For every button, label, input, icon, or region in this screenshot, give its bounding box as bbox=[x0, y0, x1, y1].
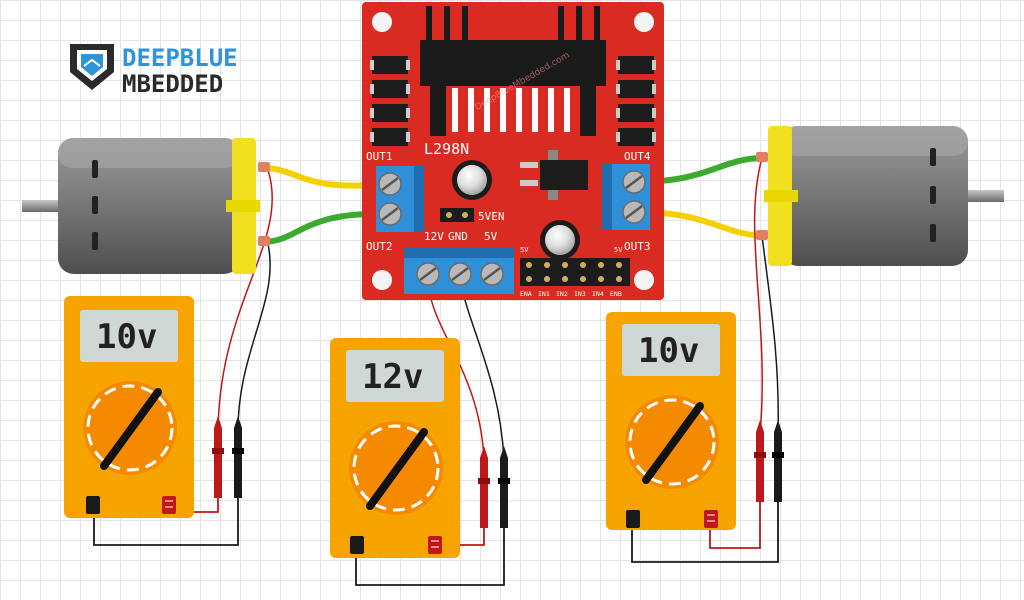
label-out3: OUT3 bbox=[624, 240, 651, 253]
left-motor-shaft bbox=[22, 200, 62, 212]
pin-label-in4: IN4 bbox=[592, 290, 604, 298]
multimeter-icon: 10v bbox=[606, 312, 736, 530]
pin-label-in1: IN1 bbox=[538, 290, 550, 298]
wire-green-out2 bbox=[259, 210, 388, 245]
deepblue-logo-icon bbox=[70, 44, 114, 90]
label-5v-left: 5V bbox=[520, 246, 529, 254]
logo: DEEPBLUE MBEDDED bbox=[70, 44, 238, 98]
screw-terminal-icon bbox=[376, 166, 424, 232]
label-gnd: GND bbox=[448, 230, 468, 243]
probe-wire-black-right bbox=[761, 235, 779, 436]
right-motor-body bbox=[782, 126, 968, 266]
multimeter-icon: 12v bbox=[330, 338, 460, 558]
meter-reading-middle: 12v bbox=[362, 357, 423, 397]
capacitor-icon bbox=[452, 160, 580, 260]
pin-label-in2: IN2 bbox=[556, 290, 568, 298]
right-motor-vents bbox=[930, 148, 936, 242]
diodes-left bbox=[372, 56, 408, 146]
left-motor-body bbox=[58, 138, 240, 274]
label-out1: OUT1 bbox=[366, 150, 393, 163]
left-motor-vents bbox=[92, 160, 98, 250]
probes-right bbox=[754, 420, 784, 502]
right-motor bbox=[756, 126, 1004, 266]
right-motor-shaft bbox=[960, 190, 1004, 202]
diodes-right bbox=[618, 56, 654, 146]
screw-terminal-icon bbox=[602, 164, 650, 230]
meter-reading-left: 10v bbox=[96, 317, 157, 357]
probes-middle bbox=[478, 446, 510, 528]
label-out4: OUT4 bbox=[624, 150, 651, 163]
label-5v-right: 5V bbox=[614, 246, 623, 254]
ven-jumper bbox=[440, 208, 474, 222]
label-out2: OUT2 bbox=[366, 240, 393, 253]
chip-label: L298N bbox=[424, 140, 469, 158]
logo-line2: MBEDDED bbox=[122, 70, 223, 98]
heatsink-icon bbox=[420, 6, 606, 136]
probe-wire-red-left bbox=[217, 169, 273, 431]
label-5v: 5V bbox=[484, 230, 498, 243]
l298n-board: DeepBlueMbedded.com L298N 5VEN OUT1 OUT2… bbox=[362, 2, 664, 300]
meter-reading-right: 10v bbox=[638, 331, 699, 371]
label-12v: 12V bbox=[424, 230, 444, 243]
probe-wire-black-left bbox=[237, 243, 271, 431]
pin-label-in3: IN3 bbox=[574, 290, 586, 298]
pin-label-enb: ENB bbox=[610, 290, 622, 298]
logo-line1: DEEPBLUE bbox=[122, 44, 238, 72]
screw-terminal-icon bbox=[404, 248, 514, 294]
multimeter-icon: 10v bbox=[64, 296, 194, 518]
pin-header: 5V 5V ENA IN1 IN2 IN3 IN4 ENB bbox=[520, 246, 630, 298]
probes-left bbox=[212, 416, 244, 498]
probe-wire-red-right bbox=[753, 157, 763, 436]
left-motor bbox=[22, 138, 270, 274]
wire-yellow-out1 bbox=[259, 165, 388, 189]
pin-label-ena: ENA bbox=[520, 290, 532, 298]
regulator-icon bbox=[520, 150, 588, 200]
ven-label: 5VEN bbox=[478, 210, 505, 223]
board-mounting-holes bbox=[372, 12, 654, 290]
